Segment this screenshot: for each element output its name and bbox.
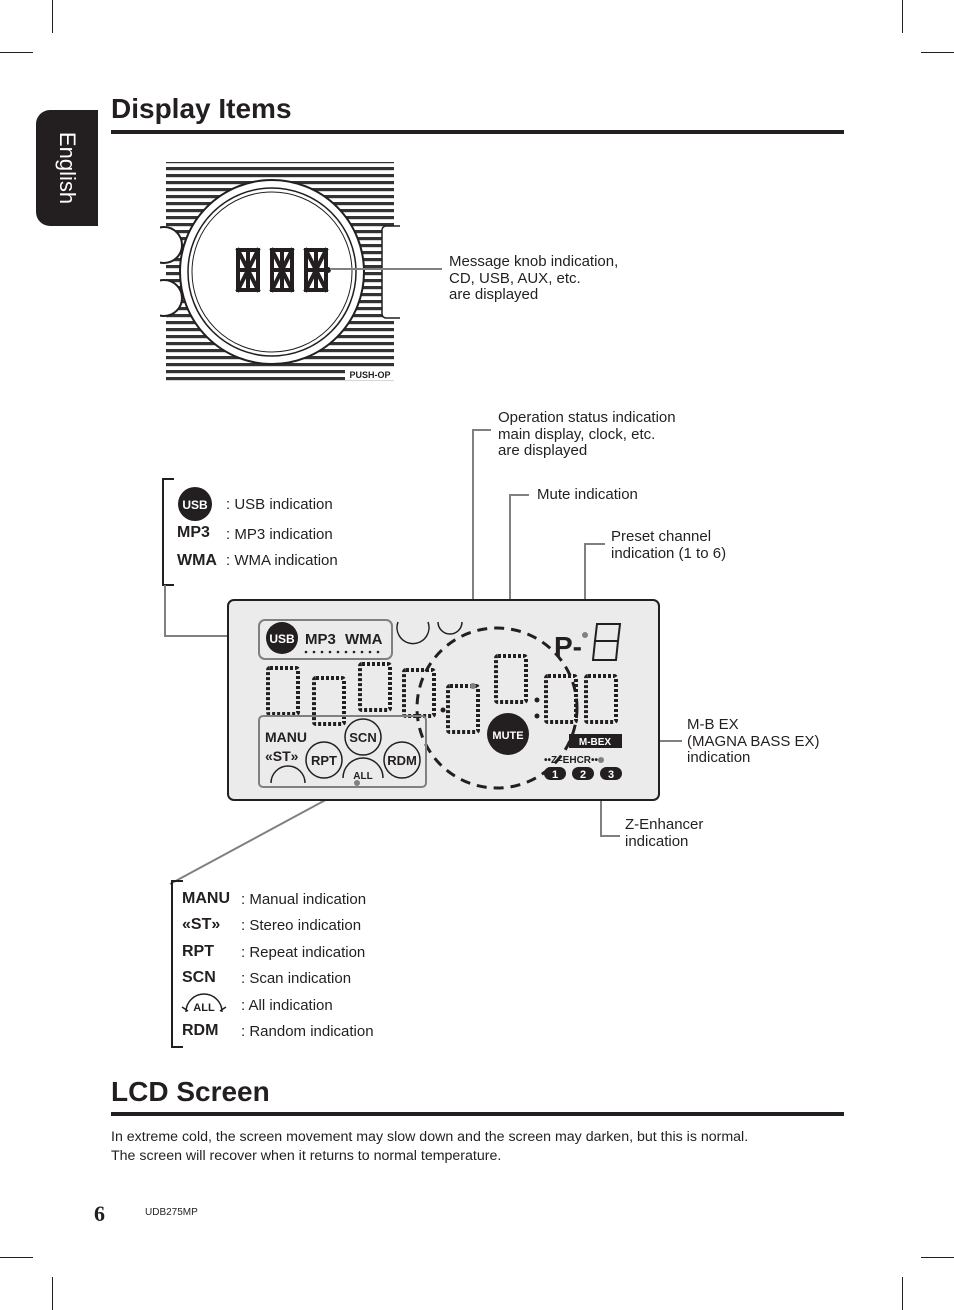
lcd-all-icon [342,757,384,779]
lcd-mute-icon [487,713,529,755]
lcd-manu-icon: MANU [265,729,307,745]
preset-callout: Preset channel indication (1 to 6) [611,528,727,562]
lcd-source-box [258,619,393,660]
lcd-dashed-ring [415,626,579,790]
lcd-st-icon: «ST» [265,748,299,764]
lcd-dot-matrix [266,654,618,734]
lcd-mp3-icon: MP3 [305,631,336,648]
lcd-mode-box [258,715,427,788]
svg-text:ALL: ALL [353,771,372,782]
knob-leader [330,268,442,270]
rdm-icon: RDM [182,1022,219,1039]
wma-indication-text: : WMA indication [226,552,338,569]
stereo-indication-text: : Stereo indication [241,917,362,934]
knob-panel-figure: PUSH-OP [160,162,400,382]
source-legend-bracket [162,478,174,586]
repeat-indication-text: : Repeat indication [241,944,366,961]
lcd-screen-paragraph: In extreme cold, the screen movement may… [111,1129,749,1164]
svg-text:RPT: RPT [311,753,337,768]
lcd-z-level-2: 2 [580,769,586,781]
svg-text:USB: USB [182,498,208,512]
push-op-label: PUSH-OP [349,370,390,380]
mode-legend-bracket [171,880,183,1048]
svg-text:SCN: SCN [349,730,376,745]
all-icon: ALL [181,993,227,1014]
usb-indication-text: : USB indication [226,496,333,513]
crop-mark [921,1257,954,1258]
crop-mark [0,52,33,53]
section-rule [111,130,844,134]
wma-icon: WMA [177,552,217,569]
random-indication-text: : Random indication [241,1023,374,1040]
lcd-scn-icon [344,718,382,756]
zenhancer-callout: Z-Enhancer indication [625,816,704,850]
lcd-zehcr-icon: ••Z–EHCR•• [544,755,599,766]
lcd-wma-icon: WMA [345,631,383,648]
manu-icon: MANU [182,890,230,907]
lcd-z-level-3: 3 [608,769,614,781]
scn-icon: SCN [182,969,216,986]
language-tab: English [36,110,98,226]
mp3-icon: MP3 [177,524,210,541]
lcd-rpt-icon [305,741,343,779]
crop-mark [0,1257,33,1258]
mute-callout: Mute indication [537,486,638,503]
page-number: 6 [94,1201,105,1226]
knob-callout: Message knob indication, CD, USB, AUX, e… [449,253,619,303]
svg-text:ALL: ALL [193,1002,215,1014]
mp3-indication-text: : MP3 indication [226,526,333,543]
svg-text:RDM: RDM [387,753,417,768]
lcd-rdm-icon [383,741,421,779]
mbex-callout: M-B EX (MAGNA BASS EX) indication [687,716,820,766]
crop-mark [52,1277,53,1310]
lcd-z-level-1: 1 [552,769,558,781]
crop-mark [902,1277,903,1310]
svg-text:MUTE: MUTE [492,730,523,742]
crop-mark [52,0,53,33]
section-rule [111,1112,844,1116]
model-number: UDB275MP [145,1207,198,1218]
crop-mark [902,0,903,33]
all-indication-text: : All indication [241,997,333,1014]
svg-text:M-BEX: M-BEX [579,737,612,748]
manual-indication-text: : Manual indication [241,891,367,908]
lcd-preset-prefix: P- [554,631,582,662]
rpt-icon: RPT [182,943,214,960]
usb-icon: USB [178,487,212,521]
stereo-icon: «ST» [182,916,221,933]
crop-mark [921,52,954,53]
lcd-preset-digit [591,623,622,661]
lcd-usb-icon [266,622,298,654]
section-title-lcd-screen: LCD Screen [111,1076,270,1107]
lcd-mbex-icon [569,734,622,748]
svg-text:USB: USB [269,632,295,646]
operation-status-callout: Operation status indication main display… [498,409,676,459]
scan-indication-text: : Scan indication [241,970,352,987]
section-title-display-items: Display Items [111,93,292,124]
